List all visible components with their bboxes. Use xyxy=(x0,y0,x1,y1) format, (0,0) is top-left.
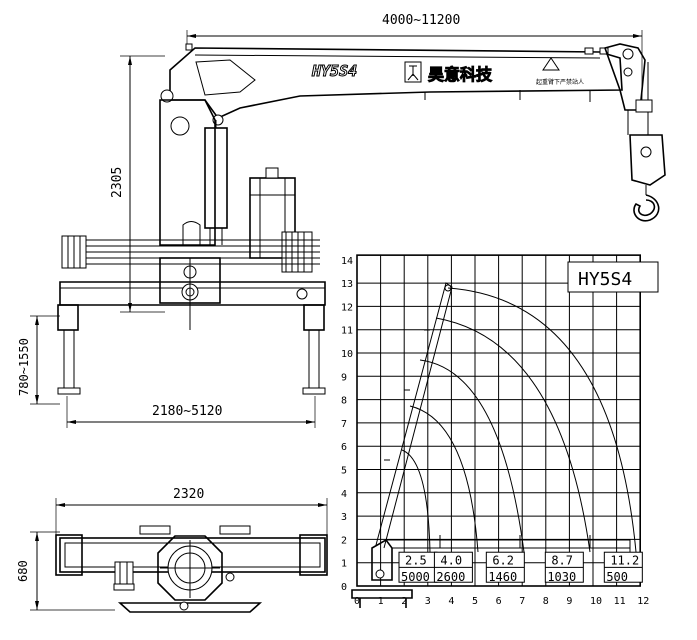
plan-depth-dimension: 680 xyxy=(16,531,115,611)
load-value: 1460 xyxy=(488,570,517,584)
x-tick-label: 10 xyxy=(590,596,602,607)
leg-height-label: 780~1550 xyxy=(17,338,31,396)
x-tick-label: 8 xyxy=(543,596,549,607)
column xyxy=(159,99,228,246)
load-cells: 2.5 5000 4.0 2600 6.2 1460 8.7 1030 11.2 500 xyxy=(398,551,643,584)
height-dimension: 2305 xyxy=(110,55,165,313)
x-tick-label: 3 xyxy=(425,596,431,607)
curve-5 xyxy=(447,287,637,553)
y-tick-label: 12 xyxy=(341,302,353,313)
curve-4 xyxy=(435,317,591,553)
plan-width-dimension: 2320 xyxy=(55,487,328,535)
base-frame xyxy=(59,257,326,330)
outrigger-legs xyxy=(57,304,326,395)
y-tick-label: 4 xyxy=(341,489,347,500)
boom-reach-label: 4000~11200 xyxy=(382,13,460,28)
control-block xyxy=(249,167,313,273)
load-chart-grid xyxy=(356,254,642,587)
side-view: 4000~11200 2305 HY5S4 昊意 xyxy=(17,13,666,428)
boom: HY5S4 昊意科技 起重臂下严禁站人 xyxy=(160,43,623,126)
radius-value: 11.2 xyxy=(610,554,639,568)
control-levers xyxy=(61,235,320,269)
x-tick-label: 2 xyxy=(401,596,407,607)
radius-value: 8.7 xyxy=(551,554,573,568)
x-tick-label: 11 xyxy=(614,596,626,607)
y-tick-label: 6 xyxy=(341,442,347,453)
load-value: 500 xyxy=(606,570,628,584)
y-tick-label: 0 xyxy=(341,582,347,593)
y-tick-label: 7 xyxy=(341,419,347,430)
curve-3 xyxy=(419,359,525,553)
boom-brand-decal: 昊意科技 xyxy=(428,65,493,84)
curve-1 xyxy=(401,449,431,553)
load-value: 5000 xyxy=(401,570,430,584)
y-tick-label: 2 xyxy=(341,535,347,546)
x-tick-label: 4 xyxy=(448,596,454,607)
radius-value: 6.2 xyxy=(492,554,514,568)
y-tick-label: 5 xyxy=(341,466,347,477)
outrigger-span-label: 2180~5120 xyxy=(152,404,222,419)
plan-body xyxy=(55,525,328,613)
x-tick-label: 5 xyxy=(472,596,478,607)
radius-value: 2.5 xyxy=(405,554,427,568)
y-tick-label: 9 xyxy=(341,372,347,383)
y-tick-label: 11 xyxy=(341,326,353,337)
x-tick-label: 9 xyxy=(566,596,572,607)
plan-view: 2320 680 xyxy=(16,487,328,613)
y-tick-label: 8 xyxy=(341,396,347,407)
y-tick-label: 1 xyxy=(341,559,347,570)
x-tick-label: 1 xyxy=(378,596,384,607)
boom-reach-dimension: 4000~11200 xyxy=(186,13,643,110)
x-tick-label: 0 xyxy=(354,596,360,607)
load-value: 2600 xyxy=(436,570,465,584)
boom-warning-decal: 起重臂下严禁站人 xyxy=(536,78,584,86)
x-tick-label: 12 xyxy=(637,596,649,607)
x-tick-label: 6 xyxy=(496,596,502,607)
boom-model-decal: HY5S4 xyxy=(311,62,357,80)
plan-width-label: 2320 xyxy=(173,487,204,502)
outrigger-span-dimension: 2180~5120 xyxy=(66,396,316,428)
plan-depth-label: 680 xyxy=(16,560,30,582)
radius-value: 4.0 xyxy=(440,554,462,568)
height-label: 2305 xyxy=(110,167,125,198)
chart-crane-figure xyxy=(351,282,631,608)
y-tick-label: 13 xyxy=(341,279,353,290)
curve-2 xyxy=(409,405,479,553)
y-tick-label: 14 xyxy=(341,256,353,267)
boom-tip-hook xyxy=(603,43,666,222)
load-chart-curves xyxy=(401,287,637,553)
y-tick-label: 10 xyxy=(341,349,353,360)
leg-height-dimension: 780~1550 xyxy=(17,315,60,405)
load-chart-model: HY5S4 xyxy=(578,269,632,290)
load-value: 1030 xyxy=(547,570,576,584)
y-tick-label: 3 xyxy=(341,512,347,523)
x-tick-label: 7 xyxy=(519,596,525,607)
